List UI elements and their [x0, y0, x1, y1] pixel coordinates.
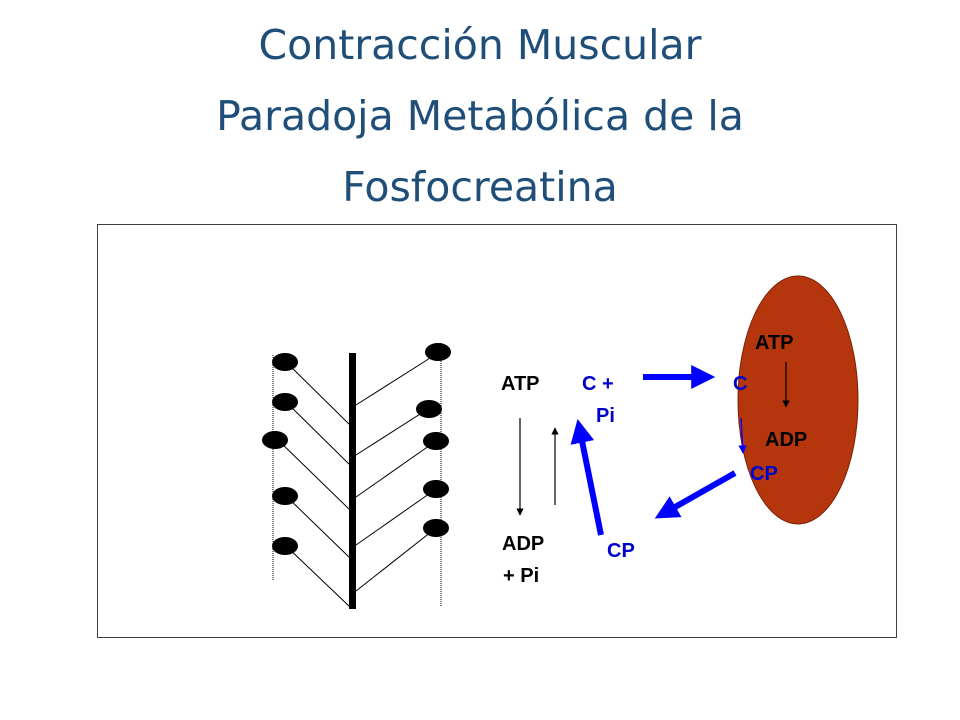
myosin-head [272, 487, 298, 505]
arm-right-1 [355, 352, 439, 406]
myosin-head [272, 393, 298, 411]
arm-right-4 [355, 488, 437, 546]
label-plus-pi: + Pi [503, 565, 539, 587]
mitochondrion-shape [737, 275, 859, 525]
arm-left-4 [284, 494, 351, 559]
diagram-frame: ATP ADP + Pi C + Pi CP C ATP ADP CP [97, 224, 897, 638]
myosin-head [423, 480, 449, 498]
title-line-3: Fosfocreatina [342, 163, 618, 211]
label-adp: ADP [502, 533, 544, 555]
title-line-2: Paradoja Metabólica de la [216, 92, 744, 140]
title-line-1: Contracción Muscular [258, 21, 702, 69]
label-atp: ATP [501, 373, 540, 395]
myosin-head [423, 432, 449, 450]
myosin-head [416, 400, 442, 418]
arrow-c-to-cp-mito [738, 417, 747, 454]
arm-left-5 [284, 544, 351, 608]
label-adp-mito: ADP [765, 429, 807, 451]
arrow-cp-to-c-pi [570, 418, 604, 536]
arm-right-3 [355, 440, 437, 498]
diagram-canvas: ATP ADP + Pi C + Pi CP C ATP ADP CP [262, 275, 859, 609]
label-cp-mito: CP [750, 463, 778, 485]
label-pi: Pi [596, 405, 615, 427]
arrow-cp-to-cytosol [654, 470, 737, 519]
arm-right-2 [355, 408, 429, 456]
label-c-mito: C [733, 373, 747, 395]
arm-left-2 [284, 400, 351, 466]
myosin-head [425, 343, 451, 361]
arm-left-3 [277, 439, 351, 511]
label-atp-mito: ATP [755, 332, 794, 354]
myosin-head [423, 519, 449, 537]
page-title: Contracción Muscular Paradoja Metabólica… [0, 10, 960, 223]
label-cp-cytosol: CP [607, 540, 635, 562]
myosin-head [272, 353, 298, 371]
arm-right-5 [355, 527, 437, 592]
atp-hydrolysis-reaction: ATP ADP + Pi [501, 373, 559, 587]
thick-filament-bar [349, 353, 356, 609]
myosin-filament-illustration [262, 343, 451, 609]
label-c-plus: C + [582, 373, 614, 395]
myosin-head [272, 537, 298, 555]
arm-left-1 [284, 360, 351, 426]
myosin-head [262, 431, 288, 449]
